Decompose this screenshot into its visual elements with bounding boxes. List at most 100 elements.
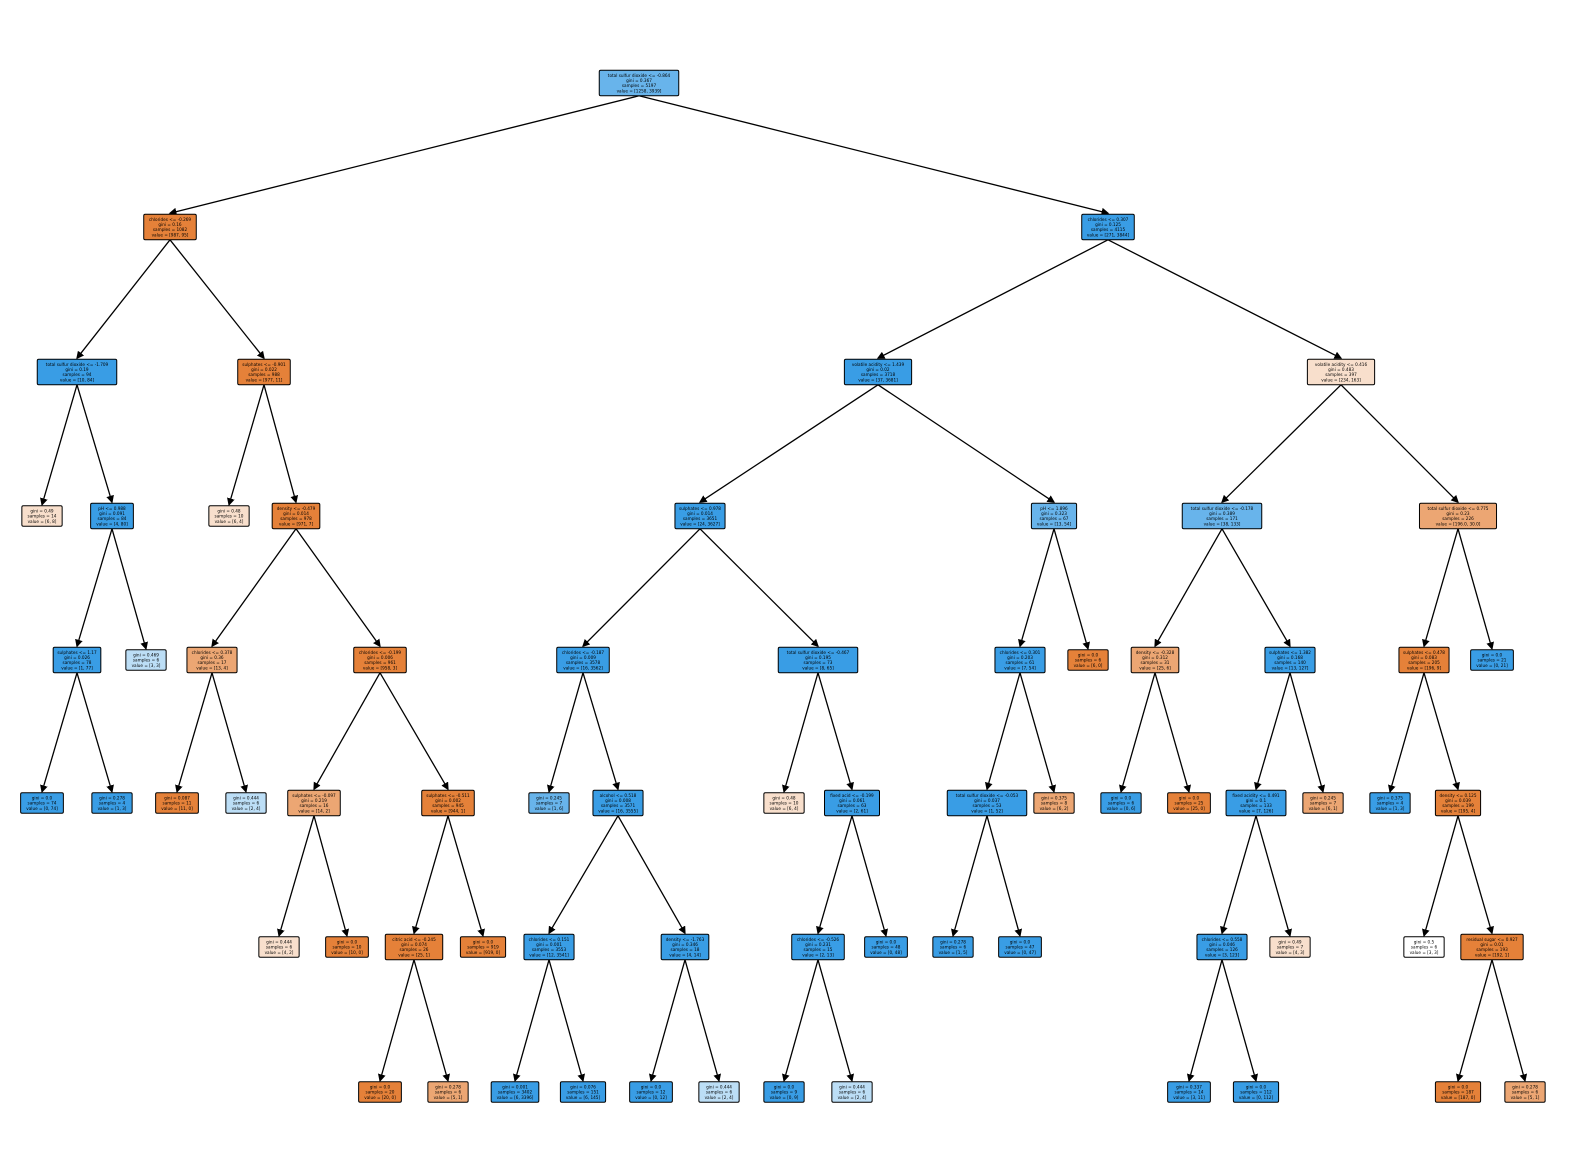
node-text-line: sulphates <= 0.978 [679, 506, 721, 511]
node-text-line: samples = 74 [28, 801, 57, 806]
node-box [1302, 792, 1344, 814]
node-text-line: samples = 6 [1512, 1090, 1539, 1095]
edge-n27-n28 [547, 672, 584, 794]
edge-n56-n60 [1255, 815, 1292, 938]
node-text-line: residual sugar <= 0.927 [1466, 937, 1518, 942]
edge-n27-n29 [582, 672, 620, 791]
node-text-line: value = [4, 2] [265, 950, 294, 955]
node-text-line: samples = 10 [770, 801, 799, 806]
node-box [1269, 936, 1311, 958]
node-text-line: gini = 0.001 [502, 1084, 528, 1089]
node-box [1434, 1081, 1482, 1103]
node-text-line: value = [0, 6] [1107, 806, 1136, 811]
node-text-line: value = [1, 6] [535, 806, 564, 811]
edge-n63-n65 [1423, 672, 1460, 791]
node-box [559, 1081, 607, 1103]
node-text-line: samples = 199 [1442, 803, 1474, 808]
node-box [125, 649, 167, 671]
edge-n57-n59 [1221, 959, 1258, 1083]
node-text-line: gini = 0.444 [706, 1084, 732, 1089]
node-text-line: gini = 0.009 [570, 655, 596, 660]
node-text-line: value = [25, 6] [1139, 665, 1171, 670]
node-text-line: gini = 0.087 [164, 795, 190, 800]
node-text-line: samples = 3651 [683, 516, 718, 521]
node-text-line: value = [6, 0] [1074, 663, 1103, 668]
node-text-line: samples = 7 [1277, 945, 1304, 950]
edge-n36-n37 [782, 672, 819, 794]
node-text-line: fixed acid <= -0.199 [830, 793, 874, 798]
node-text-line: value = [6, 2] [1040, 806, 1069, 811]
node-text-line: chlorides <= -0.199 [359, 650, 401, 655]
node-box [1460, 933, 1524, 961]
node-box [353, 646, 407, 674]
node-text-line: value = [1, 5] [939, 950, 968, 955]
node-text-line: samples = 3402 [498, 1090, 533, 1095]
node-box [932, 936, 974, 958]
node-text-line: gini = 0.444 [266, 939, 292, 944]
node-text-line: gini = 0.074 [401, 942, 427, 947]
node-text-line: gini = 0.014 [283, 511, 309, 516]
node-text-line: value = [977, 11] [246, 377, 283, 382]
node-box [660, 933, 710, 961]
node-box [1081, 213, 1135, 241]
edge-n26-n27 [582, 528, 701, 648]
node-text-line: value = [12, 3541] [529, 952, 569, 957]
node-box [1225, 789, 1287, 817]
node-text-line: sulphates <= -0.901 [242, 362, 286, 367]
node-text-line: value = [6, 4] [770, 806, 799, 811]
edge-n67-n68 [1456, 959, 1493, 1083]
node-text-line: samples = 140 [1274, 660, 1306, 665]
edge-n39-n40 [782, 959, 819, 1083]
node-box [1232, 1081, 1280, 1103]
node-text-line: gini = 0.061 [839, 798, 865, 803]
node-text-line: gini = 0.469 [133, 652, 159, 657]
node-text-line: value = [196, 9] [1407, 665, 1442, 670]
node-box [52, 646, 102, 674]
node-text-line: value = [192, 1] [1475, 952, 1510, 957]
edge-n52-n53 [1119, 672, 1156, 794]
node-box [1196, 933, 1248, 961]
node-text-line: samples = 171 [1206, 516, 1238, 521]
node-text-line: citric acid <= -0.245 [392, 937, 436, 942]
node-box [1167, 1081, 1211, 1103]
node-text-line: value = [234, 163] [1321, 377, 1361, 382]
edge-n33-n34 [649, 959, 686, 1083]
node-text-line: density <= 0.125 [1439, 793, 1476, 798]
edge-n24-n25 [876, 239, 1109, 359]
edge-n43-n44 [1018, 528, 1055, 648]
node-box [186, 646, 238, 674]
node-box [674, 502, 726, 530]
node-text-line: value = [195, 4] [1441, 808, 1476, 813]
node-box [1403, 936, 1445, 958]
node-text-line: gini = 0.48 [217, 508, 240, 513]
node-text-line: samples = 397 [1325, 372, 1357, 377]
node-text-line: gini = 0.037 [974, 798, 1000, 803]
node-text-line: chlorides <= 0.151 [529, 937, 570, 942]
node-text-line: density <= -0.479 [277, 506, 316, 511]
node-box [1306, 358, 1376, 386]
node-text-line: value = [3, 3] [1410, 950, 1439, 955]
node-text-line: samples = 6 [1075, 658, 1102, 663]
node-box [1067, 649, 1109, 671]
node-text-line: value = [3, 11] [1173, 1095, 1205, 1100]
node-text-line: samples = 11 [163, 801, 192, 806]
node-box [325, 936, 369, 958]
edge-n67-n69 [1491, 959, 1528, 1083]
node-text-line: chlorides <= -0.269 [149, 217, 191, 222]
edge-n33-n35 [684, 959, 721, 1083]
node-text-line: sulphates <= 1.382 [1269, 650, 1311, 655]
edge-n16-n17 [277, 815, 315, 938]
edge-n25-n26 [698, 384, 879, 503]
node-text-line: gini = 0.046 [1209, 942, 1235, 947]
node-box [994, 646, 1046, 674]
